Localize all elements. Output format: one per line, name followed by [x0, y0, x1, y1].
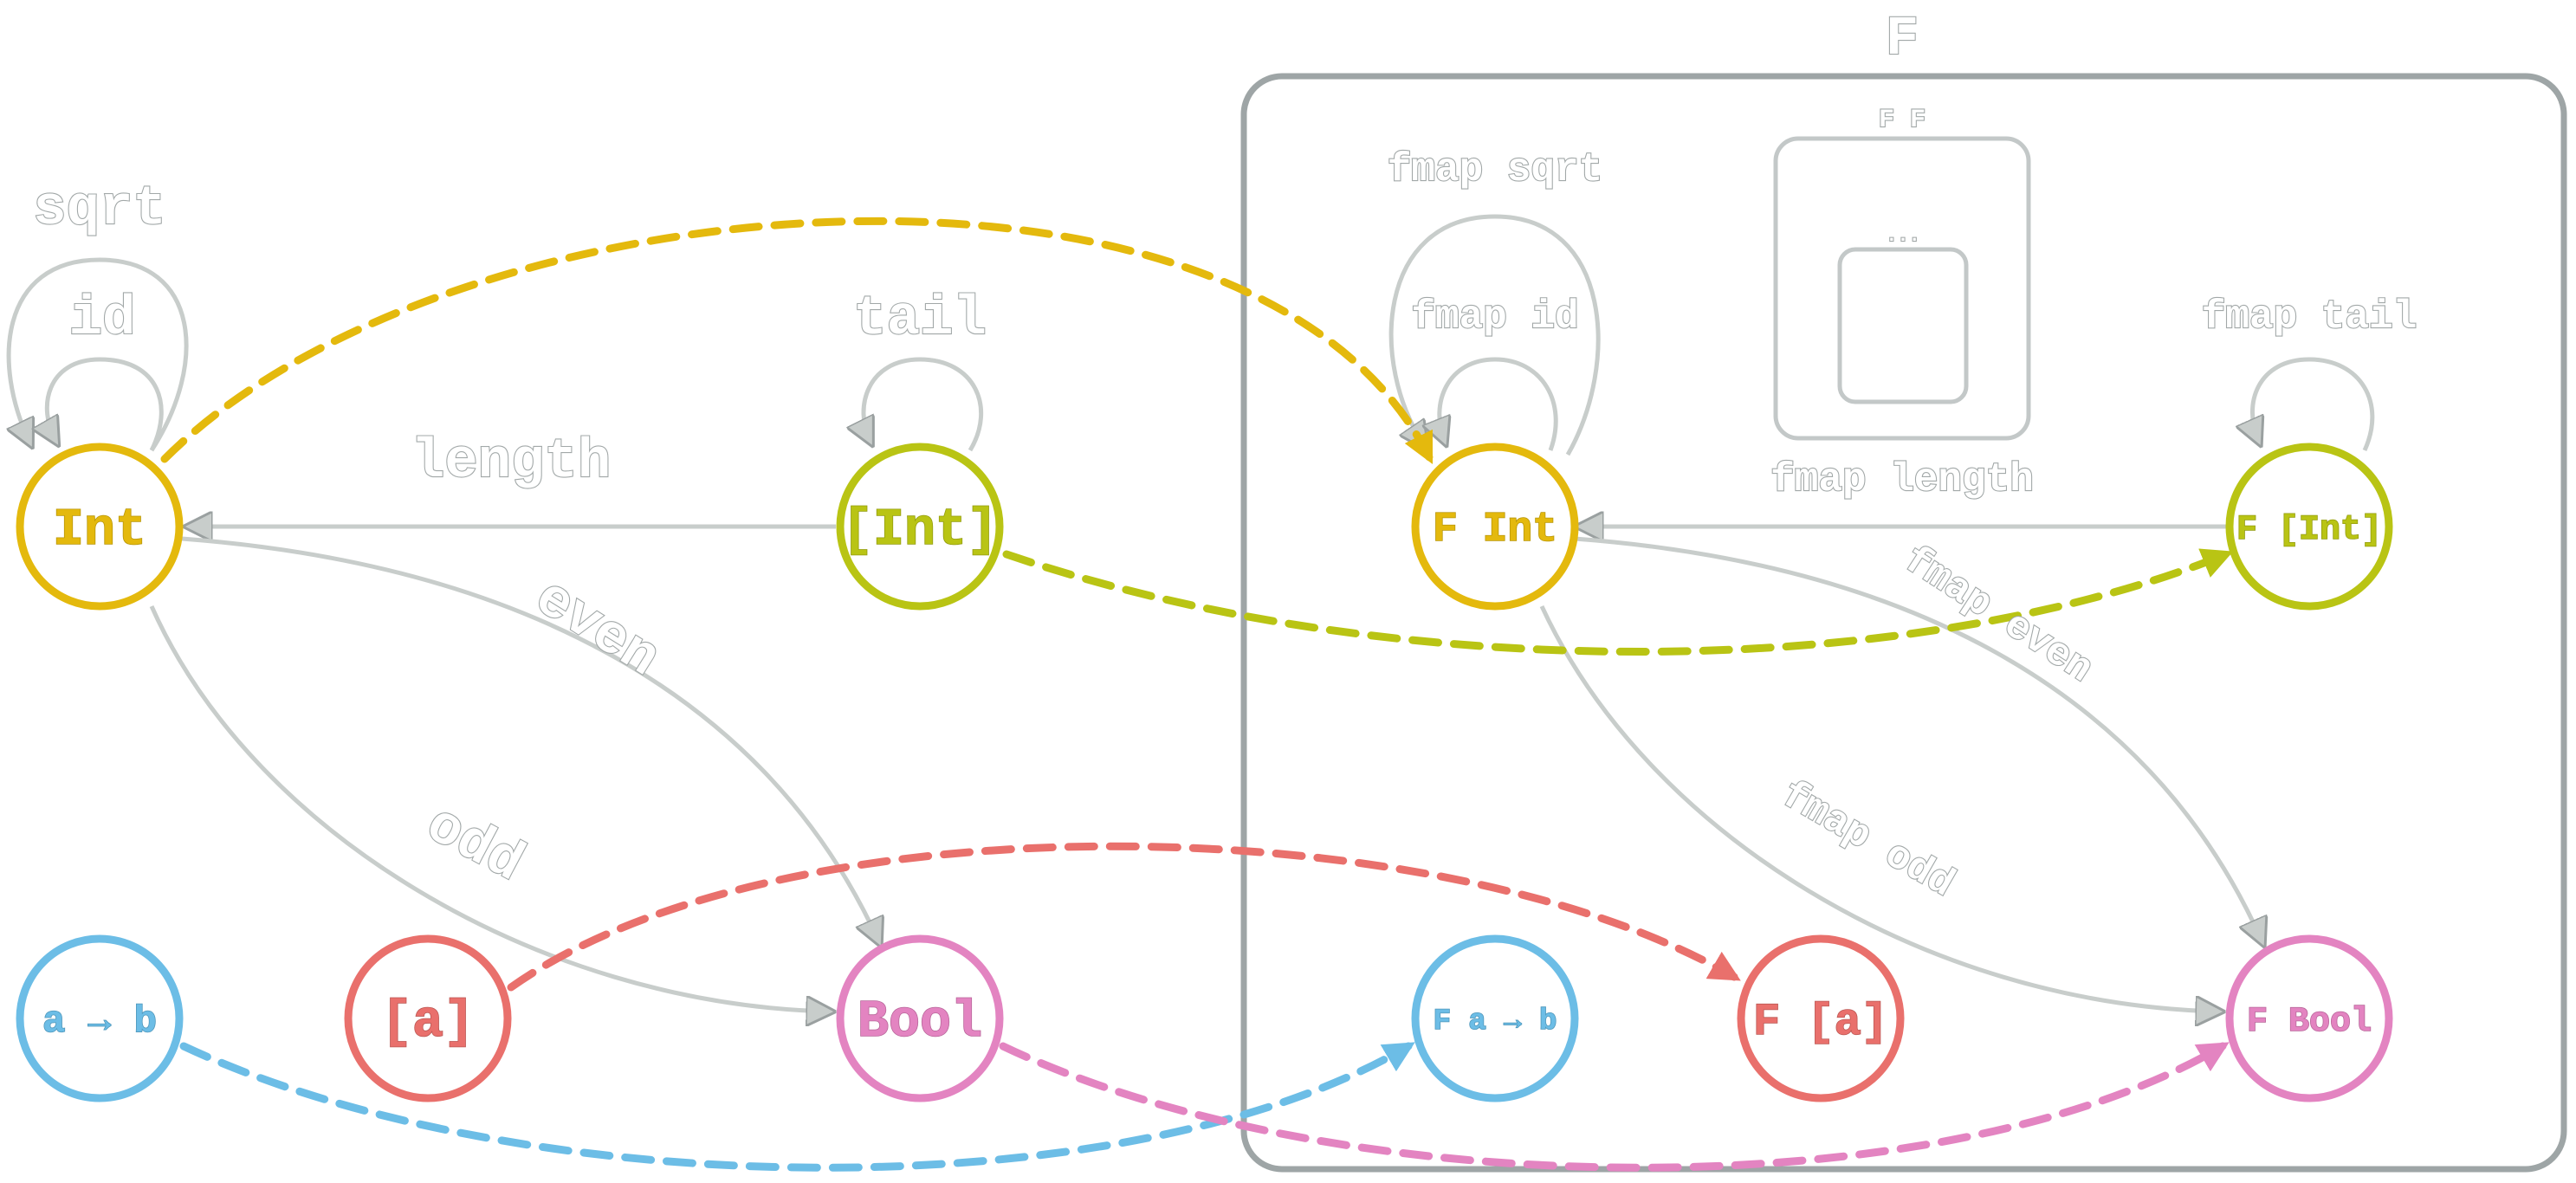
functor-mappings — [160, 217, 2234, 1172]
label-fmap-even: fmap even — [1895, 537, 2100, 692]
functor-composition-box: F F ... — [1773, 105, 2031, 441]
edge-tail — [864, 357, 984, 452]
node-f-bool: F Bool — [2225, 934, 2393, 1102]
node-list-int: [Int] — [836, 443, 1004, 611]
edge-id — [47, 357, 164, 452]
node-f-int: F Int — [1411, 443, 1579, 611]
label-fmap-length: fmap length — [1770, 457, 2034, 502]
functor-title: F — [1886, 9, 1919, 71]
target-morphisms — [1388, 214, 2375, 1012]
source-morphisms — [9, 257, 984, 1012]
label-sqrt: sqrt — [33, 178, 166, 241]
node-f-int-label: F Int — [1433, 507, 1557, 553]
edge-fmap-id — [1440, 357, 1558, 451]
node-int: Int — [16, 443, 184, 611]
node-f-bool-label: F Bool — [2247, 1003, 2372, 1042]
edge-even — [181, 536, 879, 942]
node-fn-label: a → b — [42, 1000, 157, 1044]
edge-odd — [149, 604, 830, 1012]
node-f-list-int: F [Int] — [2225, 443, 2393, 611]
node-f-list-a: F [a] — [1737, 934, 1905, 1102]
node-f-list-a-label: F [a] — [1753, 997, 1888, 1048]
label-fmap-sqrt: fmap sqrt — [1388, 147, 1602, 192]
node-list-int-label: [Int] — [842, 501, 998, 560]
node-list-a: [a] — [344, 934, 512, 1102]
mapping-bool — [999, 1042, 2230, 1172]
mapping-list-a — [507, 842, 1741, 992]
label-length: length — [411, 431, 611, 494]
node-fn: a → b — [16, 934, 184, 1102]
node-f-fn: F a → b — [1411, 934, 1579, 1102]
node-f-list-int-label: F [Int] — [2236, 511, 2382, 550]
target-nodes: F Int F [Int] F Bool F [a] F a → b — [1411, 443, 2393, 1102]
node-bool: Bool — [836, 934, 1004, 1102]
label-fmap-id: fmap id — [1411, 294, 1578, 339]
mapping-list-int — [1002, 548, 2234, 656]
edge-sqrt — [9, 257, 189, 450]
source-nodes: Int [Int] Bool [a] a → b — [16, 443, 1004, 1102]
label-even: even — [523, 567, 669, 690]
label-fmap-tail: fmap tail — [2202, 294, 2417, 339]
node-bool-label: Bool — [858, 993, 982, 1052]
node-list-a-label: [a] — [381, 993, 475, 1052]
label-odd: odd — [416, 794, 534, 896]
edge-fmap-odd — [1539, 604, 2219, 1012]
label-tail: tail — [853, 288, 987, 351]
edge-fmap-tail — [2252, 357, 2375, 452]
edge-fmap-even — [1574, 536, 2262, 942]
node-f-fn-label: F a → b — [1434, 1005, 1557, 1038]
functor-composition-ellipsis: ... — [1886, 225, 1920, 247]
node-int-label: Int — [53, 501, 146, 560]
label-id: id — [69, 288, 136, 351]
functor-frame: F — [1240, 8, 2567, 1173]
edge-fmap-sqrt — [1388, 214, 1601, 456]
mapping-int — [160, 217, 1434, 465]
mapping-fn — [179, 1042, 1415, 1172]
functor-composition-title: F F — [1879, 106, 1926, 135]
